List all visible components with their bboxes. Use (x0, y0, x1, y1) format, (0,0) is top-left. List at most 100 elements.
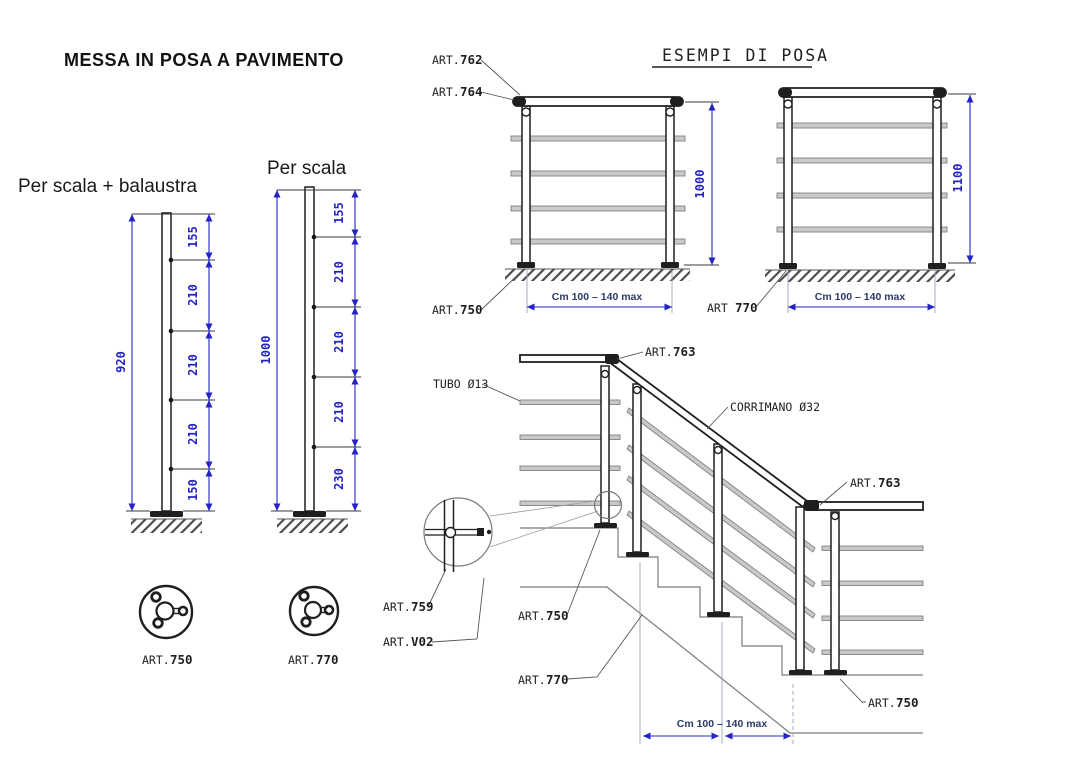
post (783, 96, 793, 265)
art750-bottom-prefix: ART. (868, 696, 896, 710)
artv02-number: V02 (411, 634, 434, 649)
post-connector (632, 385, 642, 395)
leader-corrimano (706, 406, 729, 430)
flange-art750: ART. 750 (138, 584, 194, 667)
horizontal-bars (776, 122, 948, 233)
segment-label: 230 (332, 468, 346, 490)
flange-750-number: 750 (170, 652, 193, 667)
base-plate (779, 263, 797, 269)
post (713, 443, 723, 613)
post (932, 96, 942, 265)
flange-art770: ART. 770 (288, 585, 340, 667)
post-connector (783, 99, 793, 109)
detail-inset-joint (423, 497, 493, 572)
post-scala-label: Per scala (267, 158, 347, 179)
leader-artv02 (431, 577, 485, 643)
leader-art763-top (616, 351, 644, 360)
segment-label: 210 (332, 261, 346, 283)
handrail (512, 96, 684, 107)
art750-bottom-number: 750 (896, 695, 919, 710)
post-balaustra-label: Per scala + balaustra (18, 176, 197, 197)
post (161, 212, 172, 512)
art770-prefix: ART (707, 301, 728, 315)
post-connector (713, 445, 723, 455)
segment-label: 210 (186, 423, 200, 445)
art750-prefix: ART. (432, 303, 460, 317)
bar-end-pin (477, 528, 484, 536)
art750-top-number: 750 (546, 608, 569, 623)
landing-bars-bottom (821, 545, 924, 655)
art762-prefix: ART. (432, 53, 460, 67)
post (795, 506, 805, 671)
art763-top-prefix: ART. (645, 345, 673, 359)
base-plate (824, 670, 847, 675)
stair-steps-profile (520, 527, 923, 676)
base-plate (150, 511, 183, 517)
flange-outer-circle (138, 584, 194, 640)
corrimano-label: CORRIMANO Ø32 (730, 400, 820, 414)
segment-label: 210 (332, 331, 346, 353)
detail-projection-line (489, 500, 596, 517)
horizontal-bars (510, 135, 686, 245)
flange-770-prefix: ART. (288, 653, 316, 667)
flange-center-hole (155, 601, 175, 621)
leader-art750-top (566, 529, 601, 616)
detail-circle (423, 497, 493, 567)
base-plate (594, 523, 617, 528)
ground-hatch (505, 269, 690, 281)
flange-bolt-hole (300, 616, 312, 628)
leader-art764 (480, 91, 515, 101)
ground-hatch (765, 270, 955, 282)
segment-label: 155 (332, 202, 346, 224)
ground-hatch (131, 519, 202, 533)
art764-number: 764 (460, 84, 483, 99)
width-label: Cm 100 – 140 max (815, 291, 906, 303)
art762-number: 762 (460, 52, 483, 67)
art770-number: 770 (735, 300, 758, 315)
flange-750-prefix: ART. (142, 653, 170, 667)
flange-bolt-hole (152, 617, 164, 629)
post (830, 511, 840, 671)
segment-label: 210 (332, 401, 346, 423)
post (600, 365, 610, 524)
pin-dot (486, 529, 492, 535)
flange-bolt-hole (298, 590, 310, 602)
total-height-label: 1000 (259, 336, 273, 365)
art759-prefix: ART. (383, 600, 411, 614)
ground-hatch (277, 519, 348, 533)
art763-bottom-prefix: ART. (850, 476, 878, 490)
post-connector (600, 369, 610, 379)
artv02-prefix: ART. (383, 635, 411, 649)
total-height-label: 920 (114, 351, 128, 373)
base-plate (661, 262, 679, 268)
flange-bolt-hole (177, 605, 189, 617)
leader-art770 (566, 614, 643, 680)
post-connector (932, 99, 942, 109)
art759-number: 759 (411, 599, 434, 614)
post-diagram-scala: Per scala (259, 158, 361, 533)
art763-bottom-number: 763 (878, 475, 901, 490)
post-diagram-balaustra: Per scala + balaustra (18, 176, 215, 533)
leader-tubo (481, 383, 521, 402)
segment-label: 210 (186, 354, 200, 376)
leader-art762 (480, 59, 521, 96)
detail-marker-circle (593, 490, 623, 520)
joint-ring (444, 526, 457, 539)
flange-770-number: 770 (316, 652, 339, 667)
post-connector (830, 511, 840, 521)
base-plate (626, 552, 649, 557)
art750-number: 750 (460, 302, 483, 317)
height-label: 1000 (693, 170, 707, 199)
detail-projection-line (489, 510, 599, 548)
handrail-end-cap (933, 88, 946, 97)
esempi-title: ESEMPI DI POSA (662, 46, 829, 65)
art770-number: 770 (546, 672, 569, 687)
segment-label: 155 (186, 226, 200, 248)
handrail-end-cap (513, 97, 526, 106)
art750-top-prefix: ART. (518, 609, 546, 623)
handrail-elbow-bottom (804, 500, 819, 511)
post-connector (665, 107, 675, 117)
art763-top-number: 763 (673, 344, 696, 359)
